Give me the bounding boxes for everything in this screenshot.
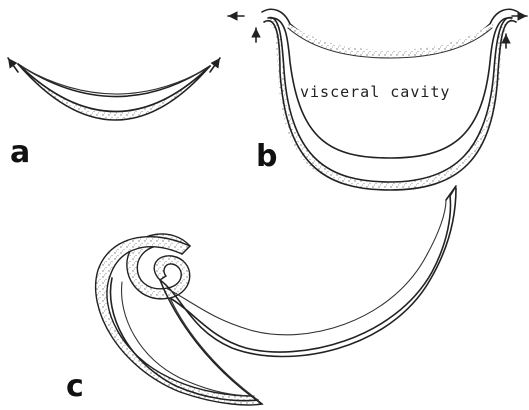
panel-c-sweep-outer: [160, 188, 456, 357]
panel-a-diagram: [8, 58, 220, 120]
panel-b-top-band: [286, 22, 494, 58]
panel-b-letter: b: [256, 139, 277, 174]
panel-b-cavity-label: visceral cavity: [300, 83, 450, 101]
panel-c-lower-wall-2: [122, 282, 254, 396]
panel-c-tip: [446, 186, 456, 200]
panel-a-letter: a: [10, 135, 30, 170]
panel-c-sweep-middle: [170, 196, 450, 352]
panel-a-arrow-left: [8, 58, 18, 72]
panel-c-diagram: [96, 186, 456, 405]
panel-c-letter: c: [66, 369, 84, 404]
panel-a-inner-curve: [18, 64, 210, 112]
panel-a-arrow-right: [210, 58, 220, 72]
panel-b-outer-layer: [268, 18, 512, 190]
panel-b-outer-curve: [264, 21, 516, 190]
panel-c-sweep-inner: [166, 200, 446, 335]
